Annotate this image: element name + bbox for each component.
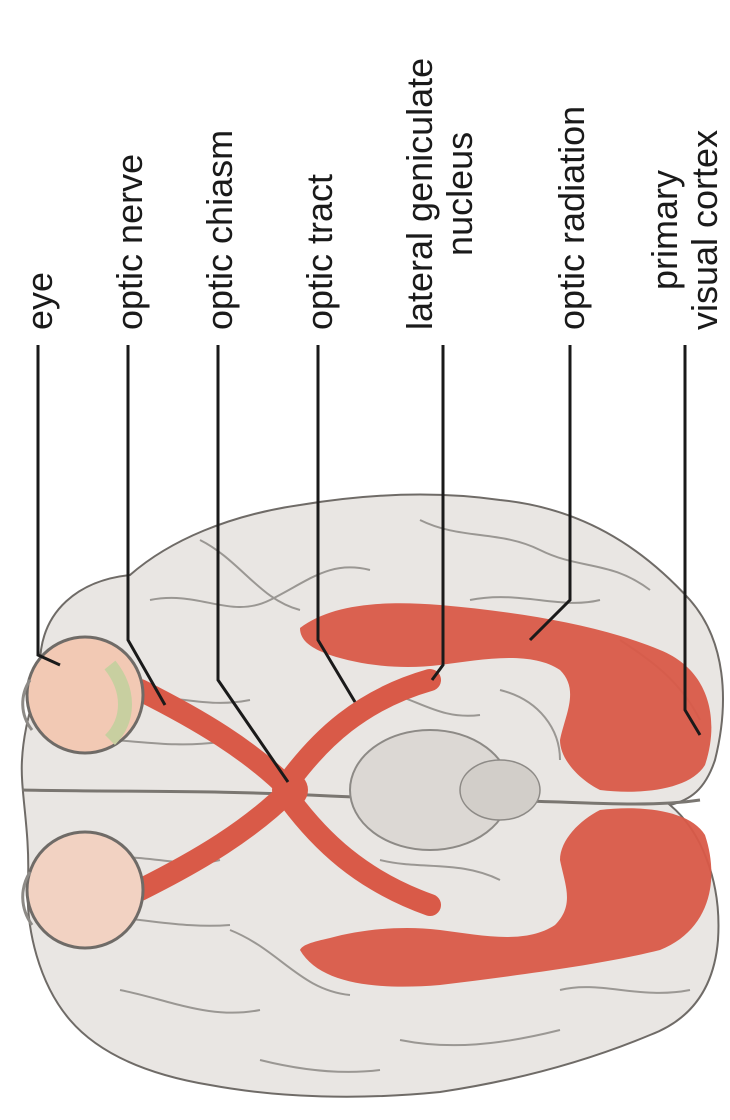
label-optic-tract: optic tract — [300, 174, 340, 330]
label-eye: eye — [20, 272, 60, 330]
cerebellum-hint — [460, 760, 540, 820]
label-optic-radiation-text: optic radiation — [552, 106, 592, 330]
label-optic-chiasm: optic chiasm — [200, 130, 240, 330]
optic-chiasm-node — [272, 772, 308, 808]
label-cortex-line1: primary — [645, 130, 685, 330]
label-cortex-line2: visual cortex — [685, 130, 725, 330]
label-eye-text: eye — [20, 272, 60, 330]
label-optic-tract-text: optic tract — [300, 174, 340, 330]
label-optic-radiation: optic radiation — [552, 106, 592, 330]
label-optic-chiasm-text: optic chiasm — [200, 130, 240, 330]
label-lateral-geniculate-nucleus: lateral geniculate nucleus — [400, 58, 480, 330]
label-primary-visual-cortex: primary visual cortex — [645, 130, 725, 330]
label-lgn-line2: nucleus — [440, 58, 480, 330]
label-optic-nerve: optic nerve — [110, 154, 150, 330]
label-lgn-line1: lateral geniculate — [400, 58, 440, 330]
label-optic-nerve-text: optic nerve — [110, 154, 150, 330]
